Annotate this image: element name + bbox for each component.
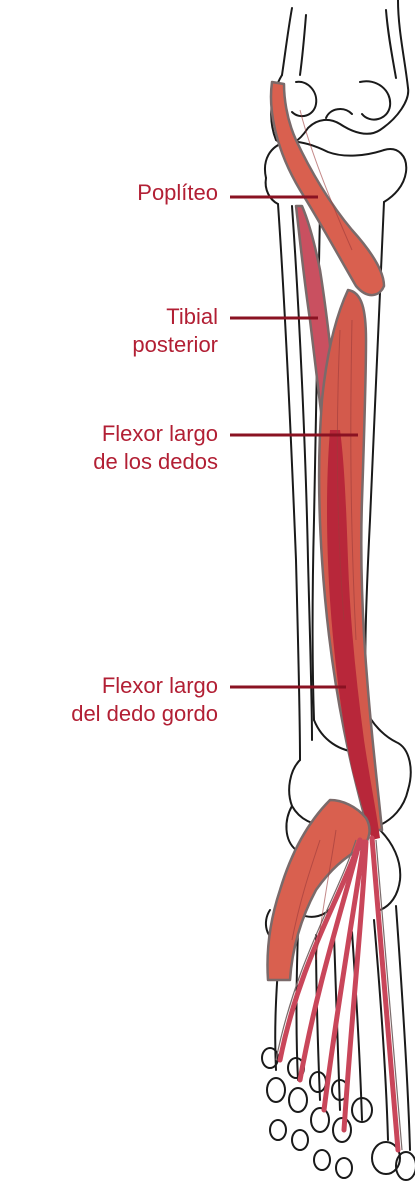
label-tibial-posterior: Tibial posterior: [132, 303, 218, 359]
label-flexor-largo-dedo-gordo: Flexor largo del dedo gordo: [71, 672, 218, 728]
label-fld-line1: Flexor largo: [93, 420, 218, 448]
label-flhl-line2: del dedo gordo: [71, 700, 218, 728]
label-popliteo: Poplíteo: [137, 179, 218, 207]
label-popliteo-text: Poplíteo: [137, 179, 218, 207]
label-tibial-line1: Tibial: [132, 303, 218, 331]
label-tibial-line2: posterior: [132, 331, 218, 359]
label-fld-line2: de los dedos: [93, 448, 218, 476]
label-flexor-largo-dedos: Flexor largo de los dedos: [93, 420, 218, 476]
label-flhl-line1: Flexor largo: [71, 672, 218, 700]
